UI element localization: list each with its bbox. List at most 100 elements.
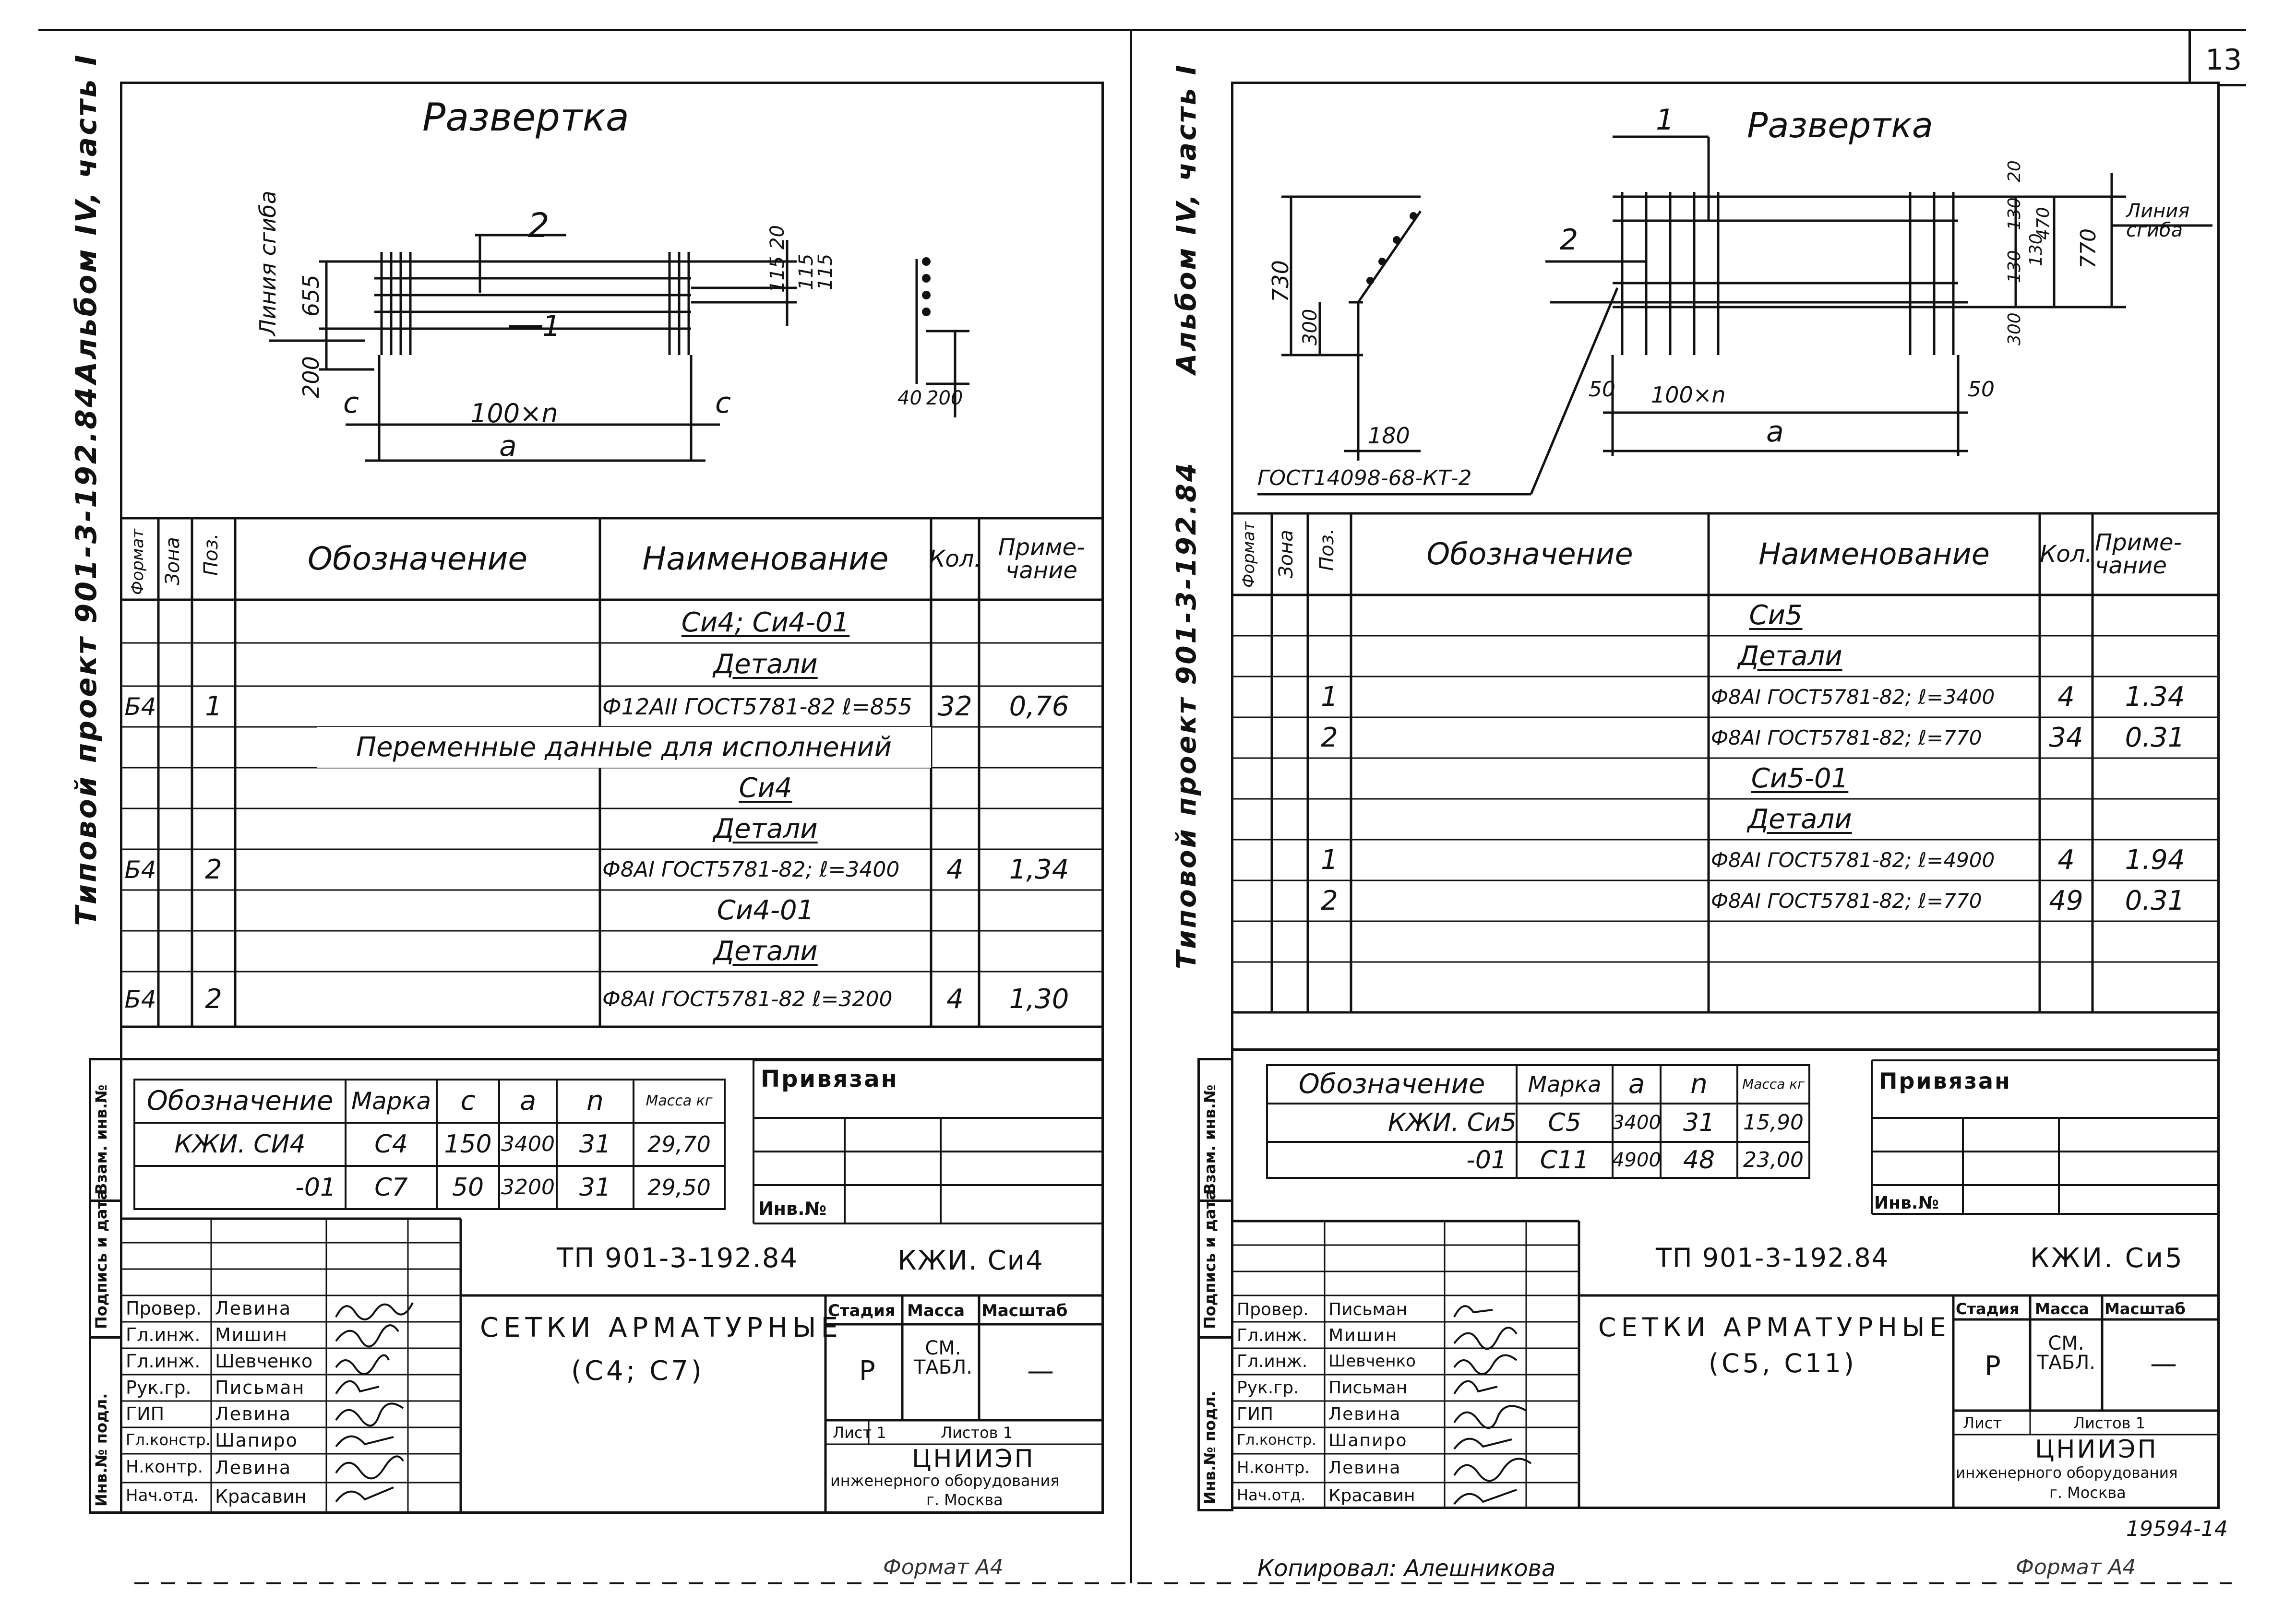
right-spec-name: Детали — [1738, 640, 1842, 672]
right-var-mark: С11 — [1540, 1145, 1590, 1175]
right-stamp-col — [1197, 1509, 1233, 1511]
left-signer-role: Гл.инж. — [126, 1324, 201, 1345]
left-scale-h: Масштаб — [981, 1301, 1068, 1320]
left-stamp-col — [89, 1336, 122, 1339]
left-signer-name: Шапиро — [215, 1430, 298, 1451]
left-signer-role: ГИП — [126, 1403, 165, 1425]
left-title-sub: (С4; С7) — [571, 1355, 705, 1387]
right-title-sub: (С5, С11) — [1709, 1348, 1857, 1378]
right-var-designation: -01 — [1466, 1145, 1507, 1175]
left-signer-role: Гл.констр. — [126, 1431, 211, 1449]
right-signer-role: Гл.констр. — [1237, 1432, 1316, 1449]
right-signer-name: Письман — [1328, 1300, 1408, 1319]
right-dim-pos1: 1 — [1656, 103, 1674, 137]
left-stamp-col — [89, 1058, 91, 1514]
left-signer-name: Письман — [215, 1377, 305, 1398]
right-mark-code: КЖИ. Си5 — [2030, 1243, 2184, 1274]
left-title-main: СЕТКИ АРМАТУРНЫЕ — [480, 1312, 843, 1343]
left-stamp-col — [89, 1511, 122, 1514]
right-spec-note: 1.94 — [2125, 844, 2185, 876]
right-spec-name: Си5-01 — [1751, 762, 1849, 794]
right-inv-no: Инв.№ — [1874, 1193, 1939, 1213]
left-spec-format: Б4 — [124, 985, 156, 1013]
page-top-line — [38, 29, 2246, 31]
left-spec-name: Си4; Си4-01 — [681, 606, 850, 638]
page-number-frame — [2188, 29, 2191, 86]
right-signer-role: Рук.гр. — [1237, 1378, 1299, 1398]
right-dim-50a: 50 — [1589, 377, 1615, 402]
right-signer-name: Шевченко — [1328, 1352, 1416, 1371]
right-copied: Копировал: Алешникова — [1257, 1555, 1556, 1582]
right-spec-name: Ф8АI ГОСТ5781-82; ℓ=3400 — [1711, 685, 1995, 709]
right-signer-role: ГИП — [1237, 1404, 1273, 1424]
left-spec-qty: 32 — [938, 690, 972, 722]
right-dim-span: 100×n — [1651, 382, 1726, 408]
left-var-designation: КЖИ. СИ4 — [174, 1130, 306, 1159]
right-spec-pos: 2 — [1321, 722, 1338, 753]
left-var-c: 50 — [452, 1173, 484, 1202]
left-var-designation: -01 — [295, 1173, 336, 1202]
left-var-n: 31 — [579, 1130, 611, 1159]
right-signer-role: Нач.отд. — [1237, 1486, 1306, 1504]
left-signer-role: Нач.отд. — [126, 1486, 199, 1505]
right-spec-bottom — [1233, 1048, 2217, 1051]
left-mark-code: КЖИ. Си4 — [897, 1245, 1044, 1276]
page-number: 13 — [2205, 43, 2242, 77]
left-spec-h-designation: Обозначение — [308, 540, 527, 577]
left-dim-c-left: c — [343, 386, 359, 420]
right-spec-name: Ф8АI ГОСТ5781-82; ℓ=770 — [1711, 725, 1982, 749]
left-spec-format: Б4 — [124, 692, 156, 721]
left-mass-value: СМ. ТАБЛ. — [913, 1337, 973, 1378]
left-signer-role: Провер. — [126, 1298, 202, 1319]
left-dim-pos1: 1 — [542, 309, 561, 343]
right-signer-role: Гл.инж. — [1237, 1352, 1308, 1371]
right-var-a: 3400 — [1612, 1112, 1661, 1134]
right-org1: ЦНИИЭП — [2035, 1435, 2158, 1464]
right-var-a: 4900 — [1612, 1149, 1661, 1171]
right-org2: инженерного оборудования — [1956, 1464, 2178, 1482]
right-sheet-no: Лист — [1963, 1414, 2002, 1432]
right-stage: Р — [1985, 1351, 2001, 1382]
left-spec-name: Ф12АII ГОСТ5781-82 ℓ=855 — [602, 693, 912, 720]
left-spec-note: 1,34 — [1009, 854, 1069, 885]
right-drawing-title: Развертка — [1747, 105, 1933, 145]
right-spec-h-note: Приме-чание — [2095, 529, 2182, 579]
left-signer-role: Рук.гр. — [126, 1377, 191, 1398]
left-spec-name: Детали — [713, 935, 818, 967]
left-spec-qty: 4 — [946, 854, 964, 885]
left-var-h-mark: Марка — [351, 1087, 431, 1115]
right-org3: г. Москва — [2049, 1484, 2126, 1502]
left-var-mark: С7 — [374, 1173, 408, 1202]
right-code: ТП 901-3-192.84 — [1656, 1243, 1889, 1273]
left-sheets: Листов 1 — [941, 1424, 1013, 1442]
right-var-h-n: n — [1690, 1069, 1708, 1100]
right-var-mark: С5 — [1548, 1108, 1581, 1137]
right-stamp-col — [1197, 1199, 1233, 1202]
right-spec-pos: 1 — [1321, 681, 1338, 712]
left-dim-c-right: c — [715, 386, 731, 420]
right-spec-name: Ф8АI ГОСТ5781-82; ℓ=4900 — [1711, 848, 1995, 872]
left-scale: — — [1027, 1355, 1054, 1387]
right-spec-pos: 1 — [1321, 844, 1338, 876]
right-spec-pos: 2 — [1321, 885, 1338, 916]
left-signer-name: Шевченко — [215, 1351, 313, 1372]
left-stage: Р — [859, 1355, 875, 1387]
right-dim-pos2: 2 — [1560, 223, 1578, 257]
left-drawing-title: Развертка — [422, 95, 629, 140]
left-dim-200b: 200 — [926, 387, 963, 409]
left-dim-pos2: 2 — [528, 206, 550, 245]
left-signer-name: Мишин — [215, 1324, 288, 1345]
right-stage-h: Стадия — [1956, 1300, 2020, 1318]
right-signer-name: Левина — [1328, 1404, 1401, 1424]
right-scale: — — [2150, 1348, 2177, 1379]
left-privyazan: Привязан — [761, 1066, 898, 1092]
left-stage-h: Стадия — [828, 1301, 896, 1320]
right-var-h-designation: Обозначение — [1298, 1069, 1485, 1100]
left-spec-h-name: Наименование — [642, 540, 889, 577]
right-privyazan: Привязан — [1879, 1068, 2011, 1094]
right-spec-qty: 34 — [2049, 722, 2083, 753]
